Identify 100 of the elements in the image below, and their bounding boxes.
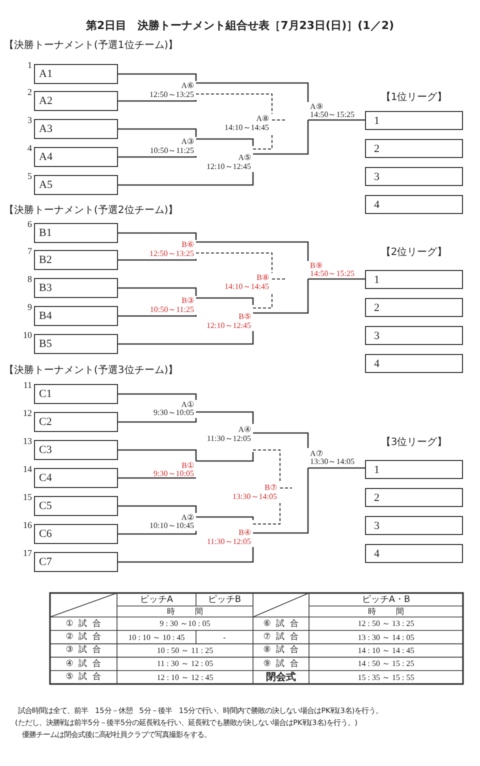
dashed-bracket-line (252, 450, 280, 484)
column-heading: ピッチA・B (360, 594, 412, 606)
match-name: ③試合 (64, 644, 108, 658)
team-box: C1 (34, 384, 118, 404)
time-range: - (222, 632, 227, 644)
match-time: 10:50～11:25 (150, 146, 194, 155)
bracket-line (118, 449, 197, 461)
league-heading: 【2位リーグ】 (380, 246, 448, 259)
seed-number: 11 (22, 380, 32, 390)
ranking-box: 3 (365, 516, 463, 535)
seed-number: 6 (26, 219, 32, 229)
seed-number: 9 (26, 302, 32, 312)
league-heading: 【1位リーグ】 (380, 90, 448, 104)
match-number: A⑤ (238, 154, 251, 162)
team-box: C7 (34, 552, 118, 572)
seed-number: 7 (26, 246, 32, 256)
ranking-box: 1 (365, 111, 463, 130)
match-name: ⑦試合 (262, 631, 305, 644)
time-range: 10 : 10 ～ 10 : 45 (127, 632, 186, 644)
bracket-line (118, 531, 197, 535)
column-heading: 時間 (367, 606, 425, 617)
match-time: 12:50～13:25 (150, 250, 194, 258)
match-number: A② (181, 514, 194, 522)
seed-number: 17 (22, 548, 32, 558)
match-time: 9:30～10:05 (154, 470, 194, 478)
dashed-bracket-line (196, 252, 272, 274)
match-name: ⑥試合 (262, 618, 305, 630)
seed-number: 3 (26, 115, 32, 125)
column-heading: ピッチA (138, 594, 174, 606)
bracket-line (196, 452, 254, 462)
time-range: 9 : 30 ～10 : 05 (158, 618, 212, 630)
match-time: 9:30～10:05 (154, 409, 194, 418)
match-name: ⑨試合 (262, 658, 305, 671)
bracket-line (308, 278, 365, 280)
time-range: 12 : 50 ～ 13 : 25 (356, 618, 416, 630)
team-box: A3 (34, 119, 118, 139)
team-box: B1 (34, 223, 118, 243)
bracket-line (118, 258, 197, 261)
match-time: 14:10～14:45 (224, 282, 269, 291)
seed-number: 12 (22, 408, 32, 418)
match-number: B③ (182, 297, 194, 306)
ranking-box: 2 (365, 139, 463, 158)
seed-number: 4 (26, 143, 32, 153)
bracket-line (196, 516, 254, 520)
match-time: 12:10～12:45 (206, 162, 251, 171)
seed-number: 5 (26, 171, 32, 181)
match-time: 11:30～12:05 (206, 538, 251, 546)
time-range: 14 : 50 ～ 15 : 25 (356, 658, 416, 670)
match-number: A④ (238, 426, 251, 434)
ranking-box: 4 (365, 354, 463, 373)
column-heading: ピッチB (206, 594, 242, 606)
bracket-line (253, 432, 309, 448)
team-box: A1 (34, 64, 118, 84)
bracket-line (118, 418, 197, 423)
ranking-box: 2 (365, 488, 463, 507)
bracket-line (118, 128, 197, 137)
section-heading: 【決勝トーナメント(予選3位チーム)】 (4, 364, 180, 377)
bracket-line (118, 156, 197, 158)
bracket-line (118, 547, 254, 563)
ranking-box: 2 (365, 298, 463, 317)
team-box: A2 (34, 91, 118, 111)
ranking-box: 1 (365, 460, 463, 479)
bracket-line (118, 314, 197, 317)
match-name: ④試合 (64, 658, 108, 671)
match-time: 12:10～12:45 (206, 322, 251, 330)
seed-number: 13 (22, 436, 32, 446)
seed-number: 2 (26, 87, 32, 97)
team-box: B2 (34, 250, 118, 270)
bracket-line (196, 241, 309, 261)
dashed-bracket-line (252, 502, 280, 524)
bracket-line (308, 119, 365, 121)
team-box: C3 (34, 440, 118, 460)
ranking-box: 1 (365, 270, 463, 289)
team-box: C5 (34, 496, 118, 516)
team-box: B3 (34, 278, 118, 298)
ranking-box: 3 (365, 326, 463, 345)
match-number: B⑥ (182, 241, 194, 250)
bracket-line (118, 172, 254, 186)
match-number: B⑦ (264, 484, 277, 492)
match-time: 14:50～15:25 (310, 270, 354, 278)
team-box: C4 (34, 468, 118, 488)
bracket-line (196, 82, 309, 102)
match-number: A① (181, 400, 194, 409)
section-heading: 【決勝トーナメント(予選1位チーム)】 (4, 38, 180, 52)
bracket-line (118, 232, 197, 240)
time-range: 14 : 10 ～ 14 : 45 (356, 644, 416, 657)
section-heading: 【決勝トーナメント(予選2位チーム)】 (4, 204, 180, 217)
bracket-line (118, 100, 197, 102)
match-number: B⑧ (256, 274, 269, 282)
match-number: B⑤ (238, 313, 251, 322)
time-range: 12 : 10 ～ 12 : 45 (156, 672, 214, 684)
dashed-bracket-line (272, 278, 286, 280)
league-heading: 【3位リーグ】 (380, 436, 448, 449)
match-name: ②試合 (64, 631, 108, 644)
match-name: ⑧試合 (262, 644, 305, 658)
match-name: 閉会式 (265, 670, 297, 684)
bracket-line (118, 73, 197, 81)
match-time: 13:30～14:05 (310, 458, 354, 466)
bracket-line (118, 331, 254, 345)
time-range: 13 : 30 ～ 14 : 05 (356, 632, 416, 644)
